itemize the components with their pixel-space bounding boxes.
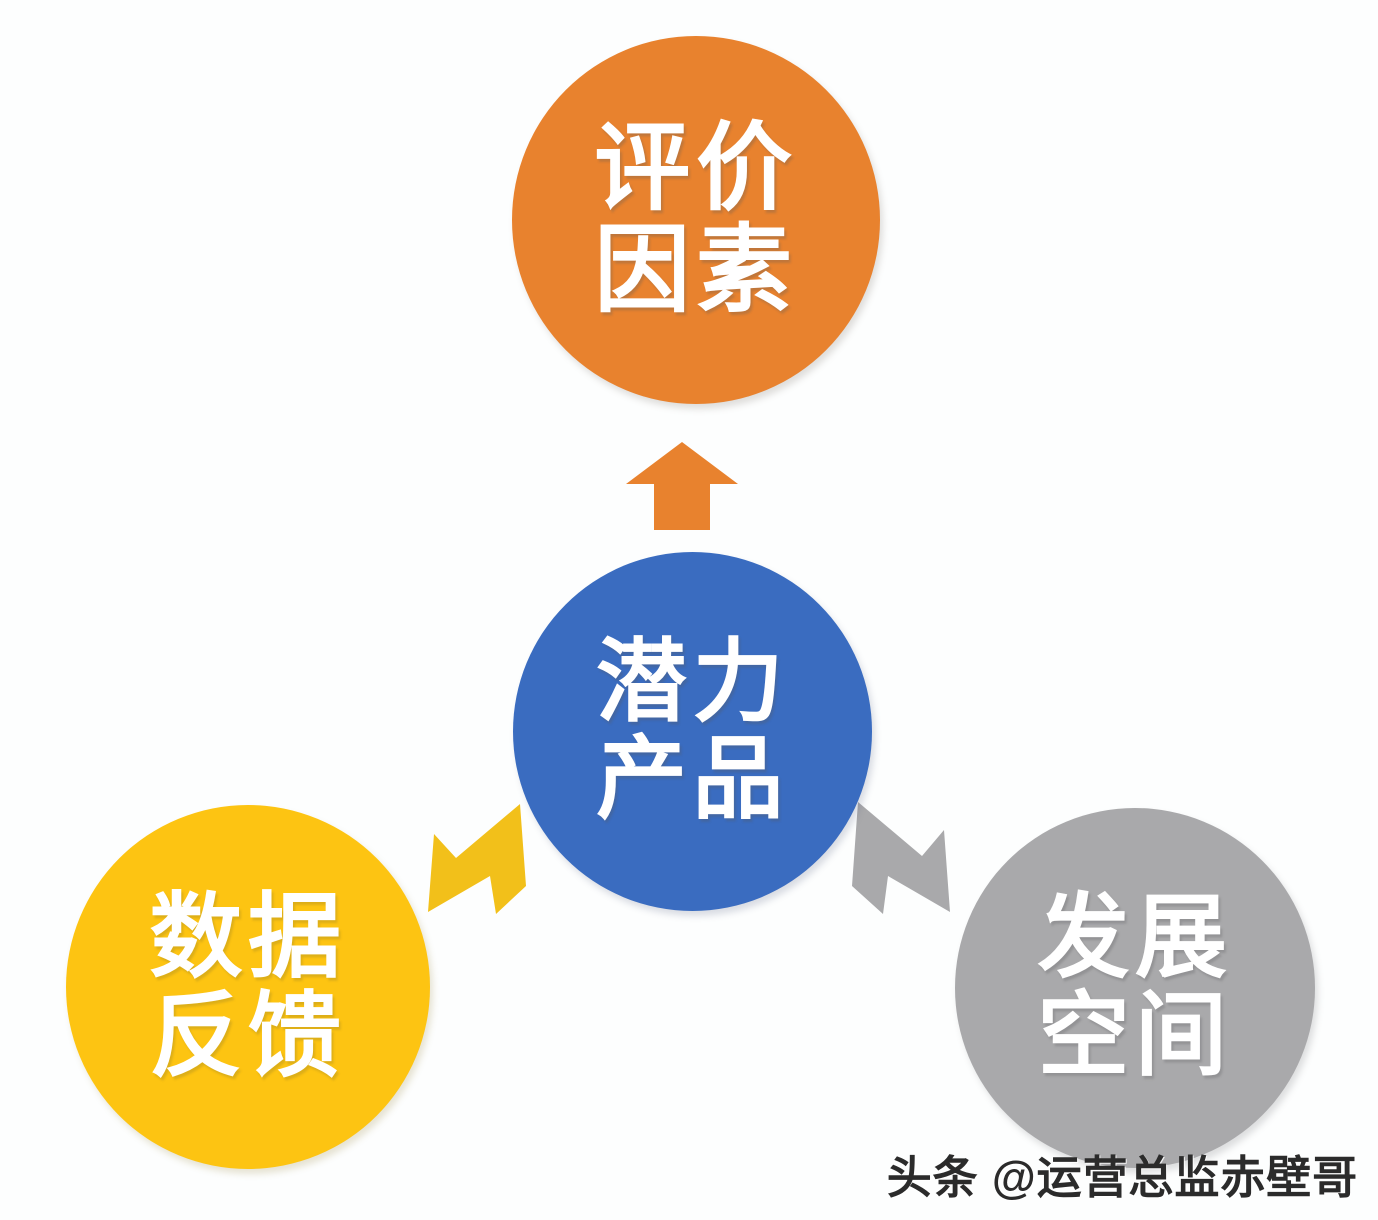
node-development-label-line1: 发展 <box>1037 887 1233 990</box>
watermark-text: 头条 @运营总监赤壁哥 <box>886 1152 1358 1203</box>
node-data-label-line1: 数据 <box>149 885 347 990</box>
node-evaluation-label-line2: 因素 <box>594 217 798 324</box>
node-potential-product[interactable]: 潜力 产品 <box>513 552 872 911</box>
node-potential-label-line1: 潜力 <box>596 632 789 734</box>
node-development-space[interactable]: 发展 空间 <box>955 808 1315 1168</box>
node-data-label-line2: 反馈 <box>149 984 347 1088</box>
node-evaluation-factors[interactable]: 评价 因素 <box>512 36 880 404</box>
arrow-down-left-icon <box>428 804 526 914</box>
node-data-feedback[interactable]: 数据 反馈 <box>66 805 430 1169</box>
node-potential-label-line2: 产品 <box>596 728 789 830</box>
arrow-up-icon <box>626 442 738 530</box>
arrow-down-right-icon <box>852 802 950 914</box>
node-evaluation-label-line1: 评价 <box>594 115 798 223</box>
node-development-label-line2: 空间 <box>1037 985 1233 1087</box>
